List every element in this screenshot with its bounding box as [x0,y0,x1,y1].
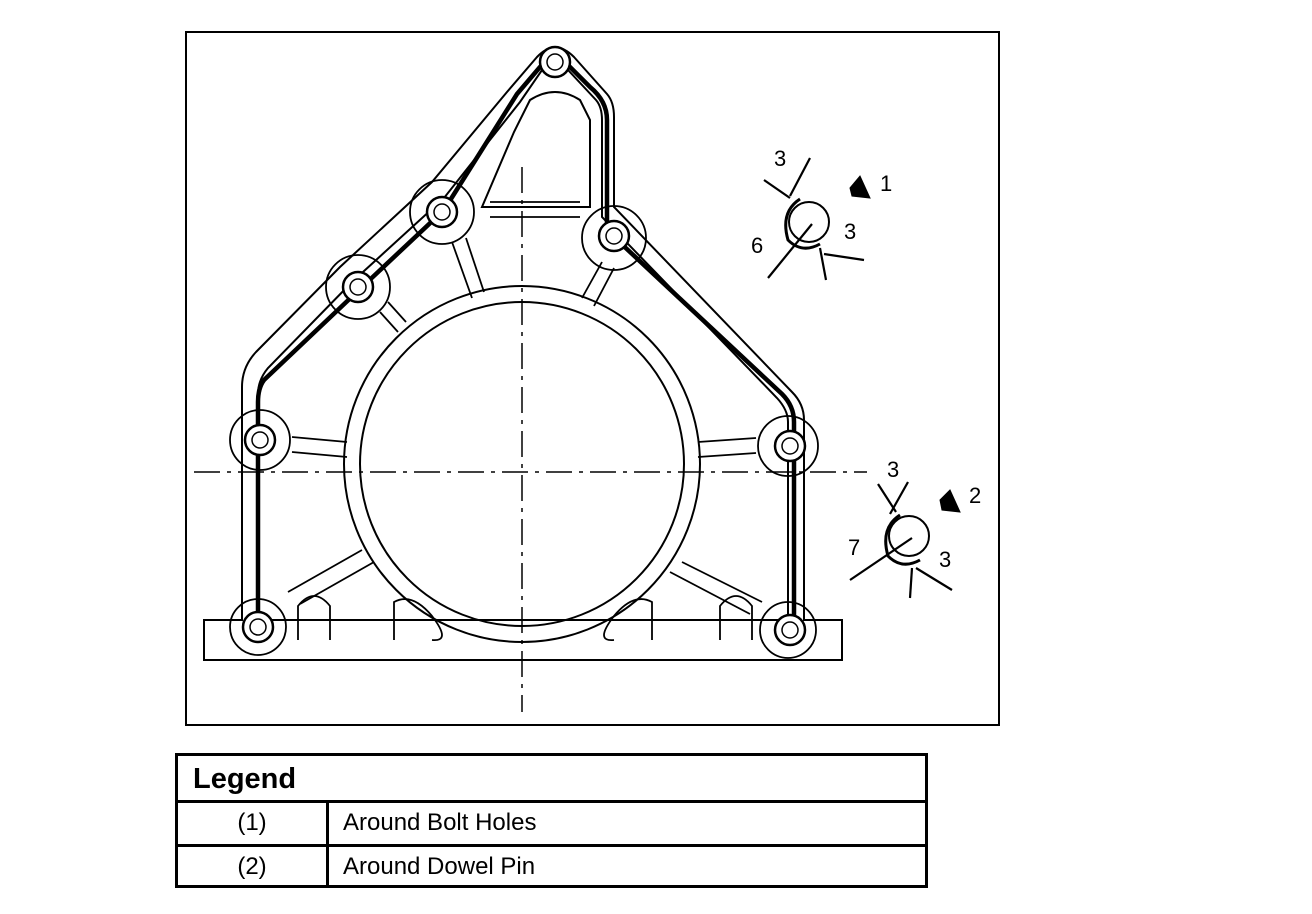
gasket-diagram: 3 1 3 6 3 2 3 7 [194,45,981,712]
bolt-boss [759,601,817,659]
bolt-hole [243,423,277,457]
cover-inner-outline [257,63,789,621]
arrow-line [908,567,914,599]
arrow-line [877,483,897,513]
cover-outline [203,46,843,661]
detail-2-dowel-pin [849,481,961,599]
bolt-hole [773,429,807,463]
arrow-line [849,537,913,581]
legend-row-number: (1) [178,803,329,844]
sealant-icon [849,175,871,199]
bottom-pockets [297,595,753,641]
bolt-boss [409,179,475,245]
callout-1-right: 3 [844,219,856,244]
legend-title: Legend [178,756,925,803]
arrow-line [818,247,828,281]
legend-row: (1) Around Bolt Holes [178,803,925,844]
legend-row-number: (2) [178,847,329,885]
legend-row-description: Around Bolt Holes [343,809,537,836]
callout-1-top: 3 [774,146,786,171]
seal-bore-outer [343,285,701,643]
bolt-boss [229,409,291,471]
detail-1-bolt-hole [763,157,871,281]
callout-2-left: 7 [848,535,860,560]
ribs [287,201,763,615]
bolt-hole [341,270,375,304]
bolt-hole [597,219,631,253]
bolt-holes [241,45,807,647]
arrow-line [763,179,791,199]
arrow-line [823,252,865,262]
bolt-hole [538,45,572,79]
callout-1-left: 6 [751,233,763,258]
bolt-boss [581,205,647,271]
legend-table: Legend (1) Around Bolt Holes (2) Around … [175,753,928,888]
diagram-frame: 3 1 3 6 3 2 3 7 [185,31,1000,726]
seal-bore-inner [359,301,685,627]
legend-row-description: Around Dowel Pin [343,853,536,880]
bolt-boss [229,598,287,656]
bolt-boss [757,415,819,477]
bolt-hole [425,195,459,229]
sealant-bead [255,58,797,642]
arrow-line [915,567,953,591]
sealant-icon [939,489,961,513]
top-window [480,91,591,208]
legend-row: (2) Around Dowel Pin [178,844,925,885]
bolt-hole [241,610,275,644]
callout-2-index: 2 [969,483,981,508]
arrow-line [789,157,811,197]
bolt-boss [325,254,391,320]
bolt-hole [773,613,807,647]
callout-2-right: 3 [939,547,951,572]
arrow-line [767,223,813,279]
callout-2-top: 3 [887,457,899,482]
arrow-line [889,481,909,515]
callout-1-index: 1 [880,171,892,196]
